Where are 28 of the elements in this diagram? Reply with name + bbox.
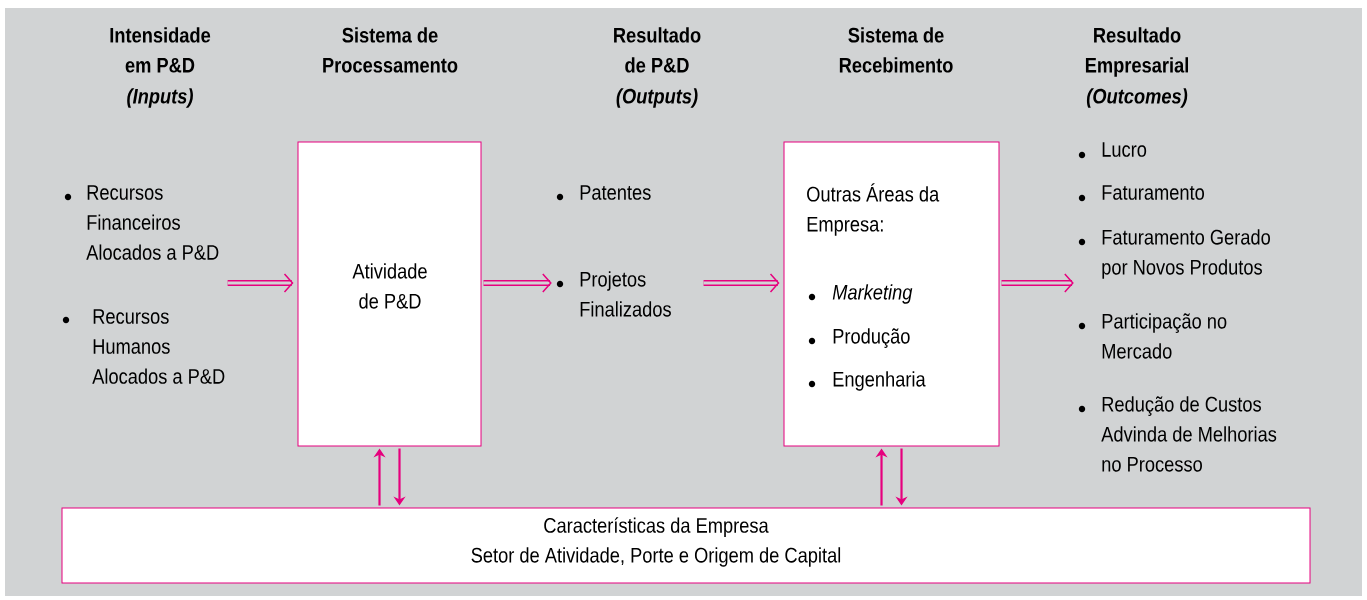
column-subheading: (Outputs) (616, 88, 698, 108)
box-text: Setor de Atividade, Porte e Origem de Capital (471, 547, 841, 567)
bullet-item: Redução de Custos Advinda de Melhorias no Processo (1078, 396, 1277, 472)
arrow (227, 273, 294, 293)
box-text: Características da Empresa (544, 517, 769, 538)
bullet-item: Produção (808, 328, 910, 348)
column-heading: Resultado de P&D (614, 27, 701, 73)
arrow (703, 273, 780, 293)
bullet-item: Recursos Humanos Alocados a P&D (62, 309, 225, 384)
column-heading: Sistema de Recebimento (839, 27, 953, 73)
bullet-item: Marketing (808, 284, 913, 304)
column-heading: Sistema de Processamento (323, 27, 458, 73)
column-heading: Resultado Empresarial (1085, 27, 1188, 77)
bullet-item: Projetos Finalizados (556, 271, 671, 317)
box-text: Outras Áreas da Empresa: (807, 183, 940, 236)
arrow (1001, 273, 1074, 293)
bullet-item: Participação no Mercado (1078, 313, 1227, 359)
bullet-item: Recursos Financeiros Alocados a P&D (64, 185, 219, 260)
bullet-item: Lucro (1078, 142, 1147, 159)
bullet-item: Faturamento Gerado por Novos Produtos (1078, 229, 1270, 279)
bullet-item: Patentes (556, 185, 651, 201)
box-text: Atividade de P&D (352, 263, 427, 309)
column-subheading: (Inputs) (127, 88, 193, 108)
arrow (483, 273, 552, 293)
column-heading: Intensidade em P&D (110, 27, 211, 73)
bullet-item: Engenharia (808, 371, 926, 391)
column-subheading: (Outcomes) (1086, 88, 1188, 108)
bullet-item: Faturamento (1078, 185, 1204, 202)
